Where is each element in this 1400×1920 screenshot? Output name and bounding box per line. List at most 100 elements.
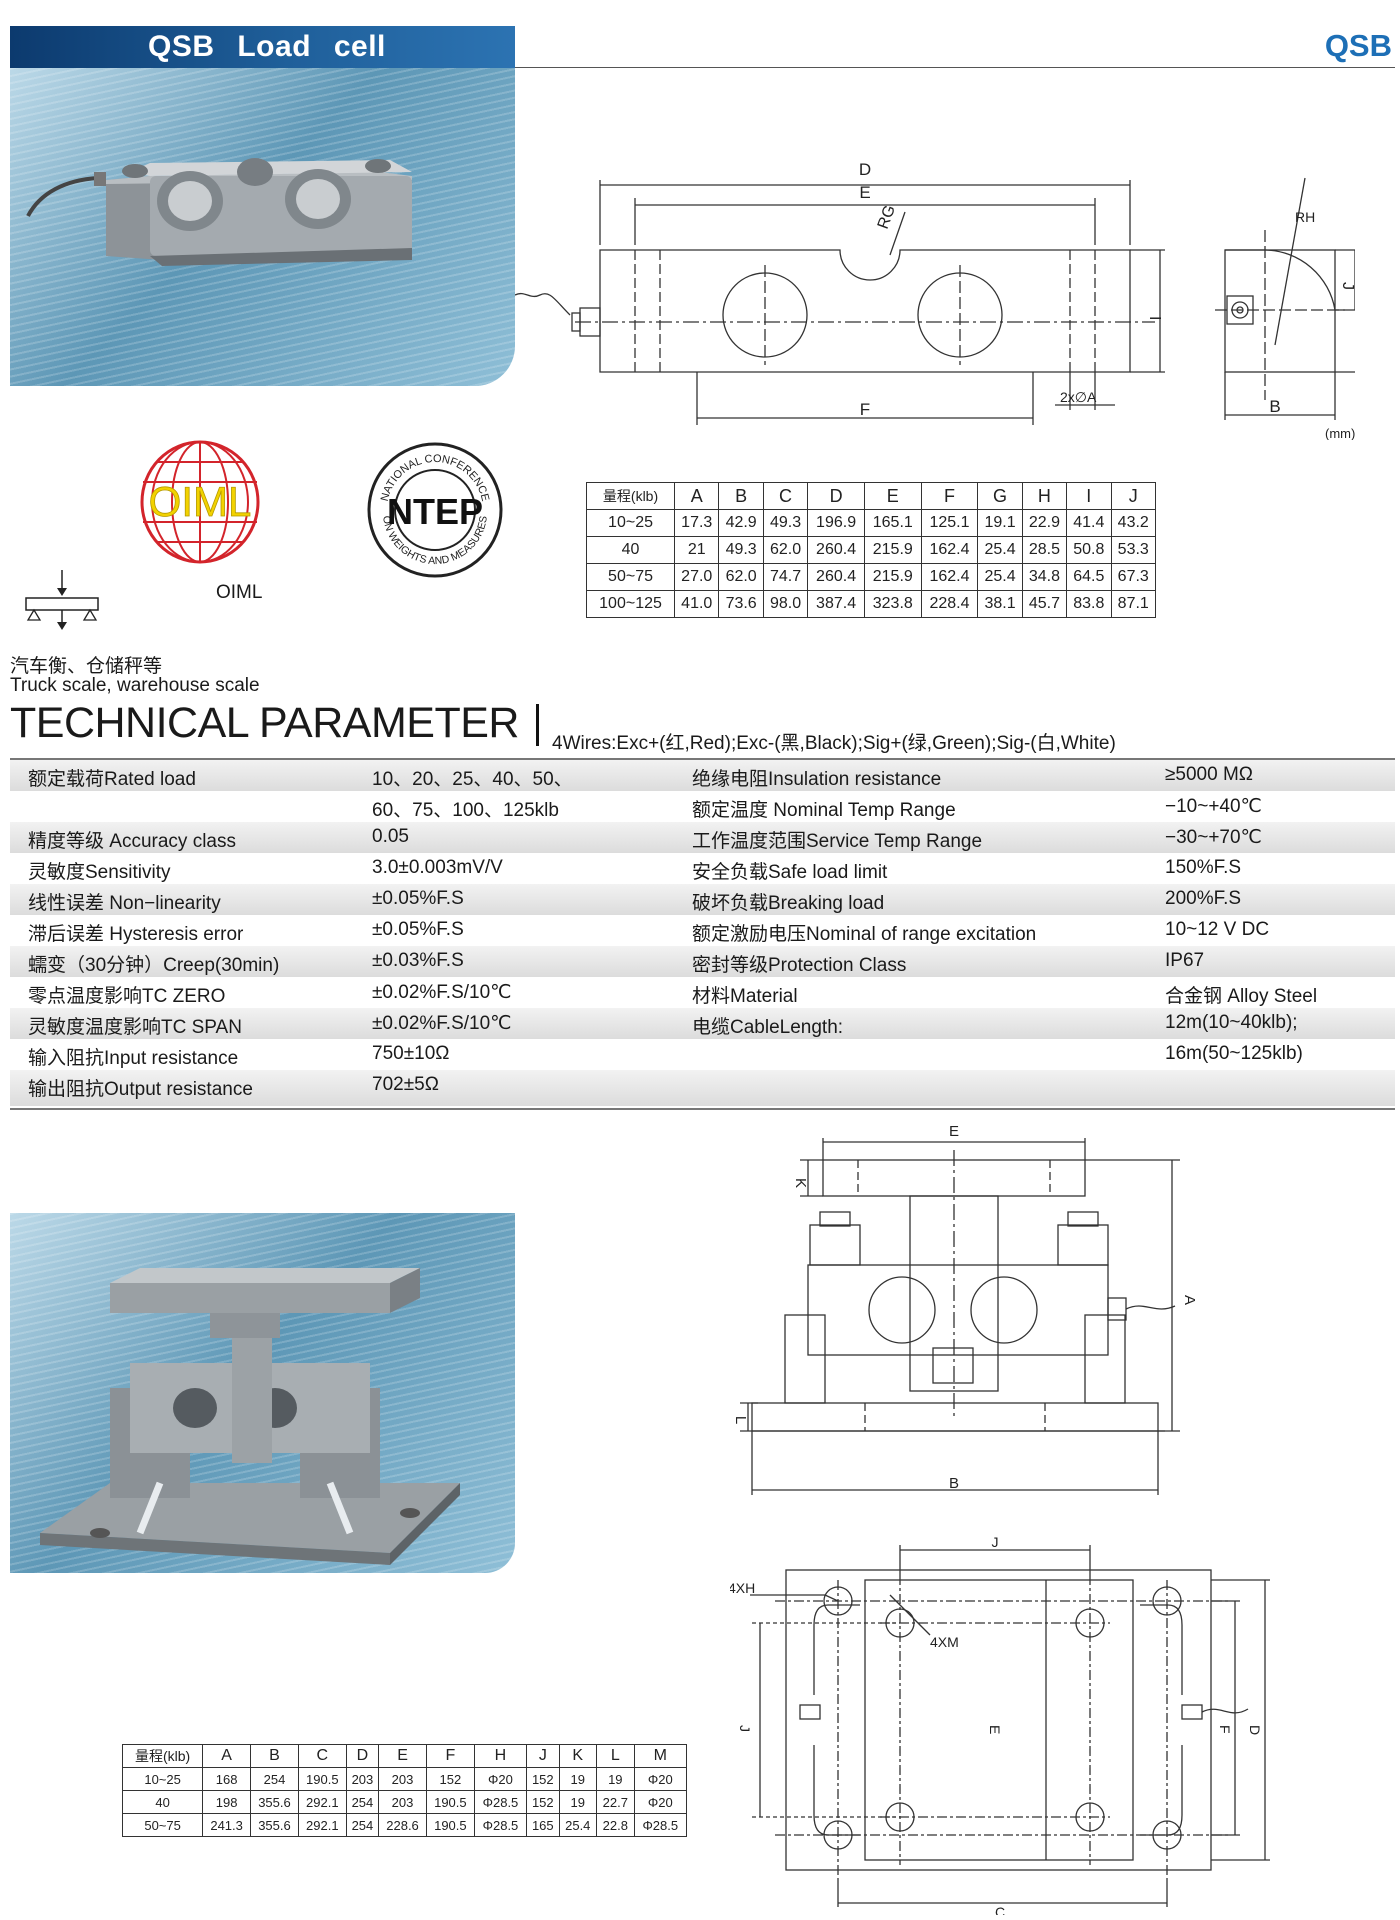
table-cell: 260.4	[807, 536, 865, 564]
param-name: 绝缘电阻Insulation resistance	[692, 769, 942, 790]
mounting-kit-photo	[10, 1213, 515, 1573]
table-cell: 50~75	[121, 1813, 204, 1837]
table-cell: 228.6	[378, 1813, 427, 1837]
param-value: −30~+70℃	[1165, 827, 1262, 848]
table-cell: 49.3	[762, 509, 809, 537]
table-cell: Φ28.5	[473, 1790, 528, 1814]
param-name: 额定载荷Rated load	[28, 769, 196, 790]
table-header-row: 量程(klb) A B C D E F G H I J	[585, 482, 1156, 510]
table-cell: 203	[345, 1767, 380, 1791]
param-value: ±0.02%F.S/10℃	[372, 982, 512, 1003]
param-value: 200%F.S	[1165, 888, 1242, 909]
table-header: J	[526, 1744, 560, 1768]
param-name: 密封等级Protection Class	[692, 955, 907, 976]
application-zh: 汽车衡、仓储秤等	[10, 656, 163, 677]
table-cell: 323.8	[863, 590, 922, 618]
table-cell: 53.3	[1110, 536, 1156, 564]
table-header: E	[863, 482, 922, 510]
table-cell: 168	[202, 1767, 252, 1791]
header-model-tag: QSB	[1324, 28, 1392, 63]
table-cell: 74.7	[762, 563, 809, 591]
svg-text:RG: RG	[875, 203, 899, 231]
table-cell: 10~25	[121, 1767, 204, 1791]
param-name: 滞后误差 Hysteresis error	[28, 924, 244, 945]
table-cell: 254	[345, 1790, 380, 1814]
table-header: F	[425, 1744, 475, 1768]
param-value: ≥5000 MΩ	[1165, 764, 1254, 785]
table-header: 量程(klb)	[121, 1744, 204, 1768]
table-header: C	[762, 482, 809, 510]
svg-text:4XM: 4XM	[930, 1634, 959, 1650]
param-value: ±0.05%F.S	[372, 919, 464, 940]
param-value: 60、75、100、125klb	[372, 800, 559, 821]
table-header: F	[920, 482, 979, 510]
table-cell: 162.4	[920, 563, 979, 591]
param-value: 702±5Ω	[372, 1074, 439, 1095]
svg-text:E: E	[859, 183, 870, 202]
param-row: 蠕变（30分钟）Creep(30min) ±0.03%F.S 密封等级Protect…	[10, 946, 1395, 977]
svg-text:C: C	[995, 1904, 1005, 1915]
param-value: 750±10Ω	[372, 1043, 450, 1064]
svg-text:B: B	[1269, 397, 1280, 416]
param-name: 蠕变（30分钟）Creep(30min)	[28, 955, 280, 976]
table-cell: 49.3	[718, 536, 764, 564]
oiml-logo: OIML	[140, 440, 260, 564]
table-cell: 292.1	[297, 1790, 347, 1814]
param-value: 合金钢 Alloy Steel	[1165, 986, 1318, 1007]
table-cell: 25.4	[558, 1813, 598, 1837]
table-cell: 25.4	[977, 536, 1023, 564]
table-header-row: 量程(klb) A B C D E F H J K L M	[121, 1744, 688, 1768]
load-diagram-icon	[25, 570, 99, 630]
load-cell-dimension-drawing: D E RG I F 2x∅A RH J C B (mm)	[515, 160, 1355, 440]
svg-text:NTEP: NTEP	[387, 491, 483, 532]
table-cell: 50~75	[585, 563, 676, 591]
table-cell: 38.1	[977, 590, 1023, 618]
param-name: 工作温度范围Service Temp Range	[692, 831, 983, 852]
param-name: 破坏负载Breaking load	[692, 893, 885, 914]
table-cell: 98.0	[762, 590, 809, 618]
table-cell: 190.5	[297, 1767, 347, 1791]
table-cell: 215.9	[863, 563, 922, 591]
table-header: C	[297, 1744, 347, 1768]
table-cell: 83.8	[1066, 590, 1112, 618]
param-value: ±0.03%F.S	[372, 950, 464, 971]
table-cell: 22.9	[1021, 509, 1068, 537]
table-header: G	[977, 482, 1023, 510]
param-value: 150%F.S	[1165, 857, 1242, 878]
load-cell-photo	[10, 68, 515, 386]
table-header: K	[558, 1744, 598, 1768]
svg-text:A: A	[1181, 1295, 1198, 1305]
table-cell: 387.4	[807, 590, 865, 618]
param-value: 12m(10~40klb);	[1165, 1012, 1298, 1033]
table-cell: 73.6	[718, 590, 764, 618]
table-cell: 292.1	[297, 1813, 347, 1837]
table-cell: 42.9	[718, 509, 764, 537]
table-cell: 254	[250, 1767, 299, 1791]
svg-text:J: J	[992, 1535, 999, 1550]
param-name: 灵敏度温度影响TC SPAN	[28, 1017, 242, 1038]
table-cell: 152	[425, 1767, 475, 1791]
table-cell: 203	[378, 1790, 427, 1814]
table-header: H	[473, 1744, 528, 1768]
page-title: QSB Load cell	[148, 30, 386, 63]
oiml-caption: OIML	[216, 582, 263, 603]
svg-text:K: K	[792, 1178, 809, 1188]
param-name: 额定激励电压Nominal of range excitation	[692, 924, 1037, 945]
table-cell: 19	[558, 1767, 598, 1791]
param-row: 滞后误差 Hysteresis error ±0.05%F.S 额定激励电压Nomi…	[10, 915, 1395, 946]
param-name: 材料Material	[692, 986, 798, 1007]
table-header: M	[633, 1744, 688, 1768]
param-name: 额定温度 Nominal Temp Range	[692, 800, 956, 821]
table-cell: 43.2	[1110, 509, 1156, 537]
table-cell: 260.4	[807, 563, 865, 591]
svg-text:F: F	[860, 400, 870, 419]
header-rule	[515, 67, 1395, 68]
